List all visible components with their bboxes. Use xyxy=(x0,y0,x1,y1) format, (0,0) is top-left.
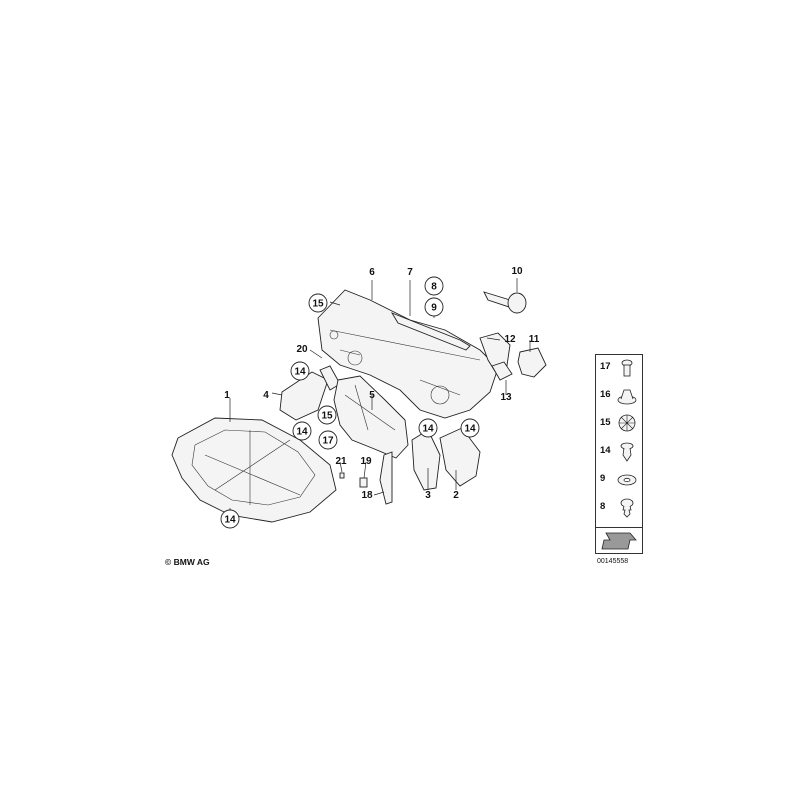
callout-15-label: 15 xyxy=(312,299,324,310)
callout-14-label: 14 xyxy=(294,367,306,378)
callout-14-center: 14 xyxy=(418,418,438,438)
washer-icon xyxy=(617,474,637,486)
callout-3-label: 3 xyxy=(425,490,431,501)
part-2-insulation xyxy=(439,427,481,487)
callout-14-label: 14 xyxy=(296,427,308,438)
part-1-sound-insulation-mat xyxy=(171,417,337,523)
callout-4-label: 4 xyxy=(263,390,269,401)
callout-17-label: 17 xyxy=(322,436,334,447)
callout-14-right: 14 xyxy=(460,418,480,438)
legend-arrow xyxy=(596,527,642,554)
legend-number: 14 xyxy=(600,445,611,456)
callout-14-label: 14 xyxy=(422,424,434,435)
part-21-clip xyxy=(339,472,345,479)
expanding-rivet-icon xyxy=(618,414,636,432)
callout-1-label: 1 xyxy=(224,390,230,401)
callout-2-label: 2 xyxy=(453,490,459,501)
document-number: 00145558 xyxy=(597,558,629,565)
callout-5-label: 5 xyxy=(369,390,375,401)
callout-14-left: 14 xyxy=(290,361,310,381)
callout-8: 8 xyxy=(424,276,444,296)
callout-12-label: 12 xyxy=(504,334,516,345)
push-rivet-icon xyxy=(621,359,633,377)
round-plug-icon xyxy=(617,389,637,405)
part-6-bulkhead-panel xyxy=(317,289,499,419)
callout-14-lower-left: 14 xyxy=(292,421,312,441)
callout-15-top: 15 xyxy=(308,293,328,313)
legend-row: 15 xyxy=(596,411,642,437)
clip-icon xyxy=(620,442,634,462)
callout-14-label: 14 xyxy=(464,424,476,435)
callout-11-label: 11 xyxy=(529,334,540,345)
part-13-clip xyxy=(491,361,513,381)
callout-9: 9 xyxy=(424,297,444,317)
part-18-insulation xyxy=(379,451,393,505)
part-4-insulation xyxy=(279,371,329,421)
callout-6-label: 6 xyxy=(369,267,375,278)
legend-row: 17 xyxy=(596,355,642,381)
legend-row: 16 xyxy=(596,383,642,409)
legend-number: 8 xyxy=(600,501,606,512)
callout-9-label: 9 xyxy=(431,303,437,314)
callout-19-label: 19 xyxy=(360,456,372,467)
callout-14-bottom: 14 xyxy=(220,509,240,529)
callout-15-mid: 15 xyxy=(317,405,337,425)
legend-number: 16 xyxy=(600,389,611,400)
callout-20-label: 20 xyxy=(296,344,308,355)
arrow-icon xyxy=(601,532,637,550)
fastener-legend: 17 16 15 14 9 8 xyxy=(595,354,643,554)
fir-tree-clip-icon xyxy=(620,498,634,518)
legend-number: 17 xyxy=(600,361,611,372)
part-19-clip xyxy=(359,477,368,488)
part-7-seal-strip xyxy=(390,312,471,351)
callout-8-label: 8 xyxy=(431,282,437,293)
part-3-insulation xyxy=(411,429,441,491)
callout-18-label: 18 xyxy=(361,490,373,501)
callout-7-label: 7 xyxy=(407,267,413,278)
callout-17: 17 xyxy=(318,430,338,450)
legend-number: 9 xyxy=(600,473,606,484)
callout-10-label: 10 xyxy=(511,266,523,277)
copyright-label: © BMW AG xyxy=(165,557,210,567)
callout-21-label: 21 xyxy=(335,456,347,467)
legend-row: 14 xyxy=(596,439,642,465)
legend-row: 8 xyxy=(596,495,642,521)
legend-row: 9 xyxy=(596,467,642,493)
callout-13-label: 13 xyxy=(500,392,512,403)
callout-15-label: 15 xyxy=(321,411,333,422)
legend-number: 15 xyxy=(600,417,611,428)
part-5-insulation xyxy=(333,375,409,459)
part-11-bracket xyxy=(517,347,547,378)
callout-14-label: 14 xyxy=(224,515,236,526)
part-10-grommet xyxy=(483,291,527,314)
